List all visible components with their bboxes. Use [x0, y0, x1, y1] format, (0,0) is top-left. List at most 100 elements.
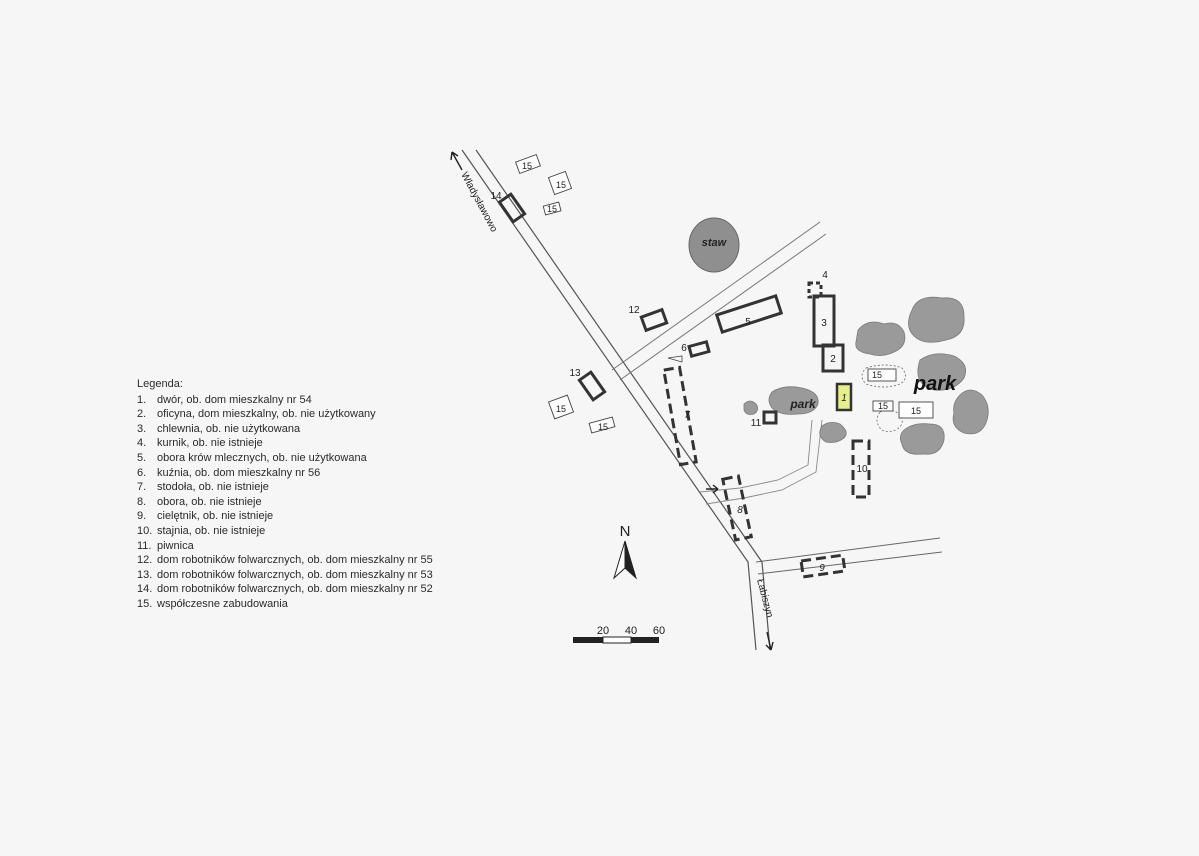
label-15: 15	[872, 370, 882, 380]
label-15: 15	[556, 404, 566, 414]
buildings-modern	[515, 154, 934, 434]
label-15: 15	[911, 406, 921, 416]
legend-item-text: kuźnia, ob. dom mieszkalny nr 56	[157, 466, 321, 479]
legend-item-number: 12.	[137, 554, 153, 567]
svg-text:Władysławowo: Władysławowo	[458, 170, 499, 234]
legend-item-number: 3.	[137, 422, 147, 435]
farm-lane	[699, 419, 823, 505]
label-9: 9	[819, 563, 825, 574]
label-11: 11	[751, 418, 762, 429]
svg-text:Łabiszyn: Łabiszyn	[754, 578, 775, 619]
legend-item-number: 6.	[137, 466, 147, 479]
label-2: 2	[830, 354, 836, 365]
legend-item-number: 11.	[137, 539, 152, 552]
legend-item: 14. dom robotników folwarcznych, ob. dom …	[137, 582, 433, 597]
tree-clusters	[743, 296, 989, 455]
label-15: 15	[547, 204, 557, 214]
label-13: 13	[569, 368, 581, 379]
building-11	[762, 410, 778, 425]
scale-bar: 20 40 60	[573, 625, 665, 644]
gate-icon	[667, 355, 683, 363]
legend-item: 13.dom robotników folwarcznych, ob. dom …	[137, 568, 433, 583]
legend: Legenda: 1. dwór, ob. dom mieszkalny nr 5…	[137, 377, 433, 612]
svg-text:N: N	[620, 523, 631, 540]
legend-item-text: dom robotników folwarcznych, ob. dom mie…	[157, 583, 433, 596]
buildings-solid	[497, 192, 853, 425]
building-8	[720, 474, 754, 542]
legend-item: 4. kurnik, ob. nie istnieje	[137, 436, 433, 451]
legend-item-text: dom robotników folwarcznych, ob. dom mie…	[157, 554, 433, 567]
legend-item-number: 2.	[137, 408, 147, 421]
legend-item-number: 10.	[137, 524, 153, 537]
label-15: 15	[878, 401, 888, 411]
building-1	[835, 382, 853, 412]
legend-item: 7. stodoła, ob. nie istnieje	[137, 480, 433, 495]
park-label-large: park	[913, 373, 957, 395]
legend-item-text: dom robotników folwarcznych, ob. dom mie…	[157, 568, 433, 581]
legend-item-number: 15.	[137, 597, 153, 610]
legend-item-text: chlewnia, ob. nie użytkowana	[157, 422, 301, 435]
road-label-north: Władysławowo	[458, 170, 499, 234]
legend-item-number: 8.	[137, 495, 147, 508]
legend-item-text: współczesne zabudowania	[157, 597, 288, 610]
legend-item: 5. obora krów mlecznych, ob. nie użytkowa…	[137, 451, 433, 466]
legend-item-number: 9.	[137, 510, 147, 523]
legend-item-number: 1.	[137, 393, 147, 406]
legend-item-text: cielętnik, ob. nie istnieje	[157, 510, 274, 523]
scale-label-60: 60	[653, 625, 665, 637]
building-4	[807, 281, 823, 299]
label-6: 6	[681, 343, 687, 354]
label-5: 5	[745, 317, 751, 328]
legend-item-text: oficyna, dom mieszkalny, ob. nie użytkow…	[157, 408, 376, 421]
legend-item-text: kurnik, ob. nie istnieje	[157, 437, 263, 450]
building-14	[497, 192, 527, 224]
building-7	[662, 365, 698, 467]
main-road	[461, 149, 771, 651]
label-3: 3	[821, 318, 827, 329]
building-10	[851, 439, 871, 499]
legend-item: 12. dom robotników folwarcznych, ob. dom …	[137, 553, 433, 568]
road-to-pond	[611, 221, 827, 381]
legend-item: 10. stajnia, ob. nie istnieje	[137, 524, 433, 539]
label-12: 12	[628, 305, 640, 316]
building-5	[714, 293, 784, 335]
arrow-north-road-icon	[450, 151, 463, 171]
building-6	[687, 340, 711, 358]
road-label-south: Łabiszyn	[754, 578, 775, 619]
legend-item-text: stodoła, ob. nie istnieje	[157, 481, 269, 494]
scale-label-20: 20	[597, 625, 609, 637]
label-15: 15	[522, 161, 532, 171]
label-1: 1	[841, 393, 847, 404]
legend-item: 2. oficyna, dom mieszkalny, ob. nie użytk…	[137, 407, 433, 422]
legend-item-text: piwnica	[157, 539, 194, 552]
legend-title: Legenda:	[137, 378, 183, 390]
arrow-south-road-icon	[765, 631, 774, 651]
label-14: 14	[490, 191, 502, 202]
building-12	[639, 307, 669, 333]
north-arrow-icon: N	[613, 523, 637, 580]
legend-item-number: 4.	[137, 437, 147, 450]
label-15: 15	[598, 422, 608, 432]
legend-list: 1. dwór, ob. dom mieszkalny nr 54 2. oficyn…	[137, 393, 433, 612]
pond	[688, 217, 740, 273]
legend-item-text: obora krów mlecznych, ob. nie użytkowana	[157, 451, 367, 464]
legend-item-text: stajnia, ob. nie istnieje	[157, 524, 266, 537]
label-15: 15	[556, 180, 566, 190]
label-10: 10	[856, 464, 868, 475]
legend-item: 8. obora, ob. nie istnieje	[137, 495, 433, 510]
legend-item: 3. chlewnia, ob. nie użytkowana	[137, 422, 433, 437]
legend-item-text: obora, ob. nie istnieje	[157, 495, 262, 508]
legend-item-text: dwór, ob. dom mieszkalny nr 54	[157, 393, 312, 406]
buildings-dashed	[662, 281, 871, 579]
legend-item: 15. współczesne zabudowania	[137, 597, 433, 612]
legend-item-number: 7.	[137, 481, 147, 494]
legend-item-number: 14.	[137, 583, 153, 596]
building-9	[799, 553, 847, 579]
entrance-arrow-icon	[706, 484, 719, 494]
legend-item-number: 5.	[137, 451, 147, 464]
label-8: 8	[737, 505, 743, 516]
building-3	[812, 294, 836, 348]
scale-label-40: 40	[625, 625, 637, 637]
legend-item: 9. cielętnik, ob. nie istnieje	[137, 509, 433, 524]
